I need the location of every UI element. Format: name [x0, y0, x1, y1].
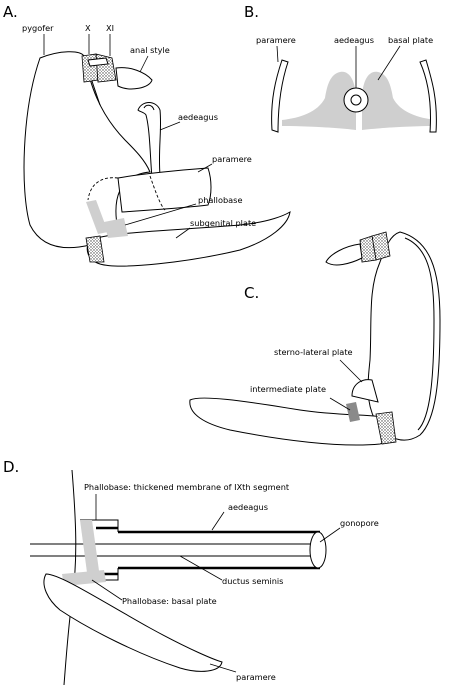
panel-d-letter: D.	[3, 458, 19, 476]
subgenital-plate-c	[189, 397, 393, 446]
leader-sterno-lateral	[339, 359, 363, 383]
leader-aedeagus-d	[211, 511, 225, 531]
aedeagus-d-bottom	[96, 566, 320, 576]
panel-b-letter: B.	[244, 3, 259, 21]
panel-a-letter: A.	[3, 3, 18, 21]
aedeagus-d-top	[96, 526, 320, 534]
panel-d: D. Phallobase: thickened membrane of IXt…	[3, 458, 379, 685]
segment-x	[81, 53, 99, 83]
leader-paramere-d	[209, 663, 237, 673]
basal-plate-right	[362, 71, 436, 130]
phallobase-membrane-d	[80, 520, 100, 580]
paramere-hidden	[87, 175, 166, 211]
label-ductus-seminis: ductus seminis	[222, 576, 283, 586]
label-phallobase-basal-plate: Phallobase: basal plate	[122, 596, 217, 606]
subgenital-base-c	[375, 411, 397, 445]
subgenital-plate	[86, 211, 291, 267]
leader-subgenital	[175, 227, 191, 239]
label-subgenital-plate: subgenital plate	[190, 218, 256, 228]
label-aedeagus-b: aedeagus	[334, 35, 374, 45]
aedeagus-b-inner	[350, 94, 362, 106]
phallobase-a-joint	[104, 218, 128, 238]
leader-gonopore	[319, 527, 341, 543]
phallobase-a	[86, 200, 108, 234]
segment-xi-band	[87, 57, 109, 67]
leader-anal-style	[139, 55, 149, 73]
panel-a: A. pygofer X XI	[3, 3, 291, 267]
leader-phallobase-basal	[91, 579, 123, 601]
label-paramere-a: paramere	[212, 154, 252, 164]
label-sterno-lateral-plate: sterno-lateral plate	[274, 347, 353, 357]
basal-plate-left	[282, 71, 356, 130]
label-paramere-b: paramere	[256, 35, 296, 45]
sterno-lateral-plate-c	[351, 379, 379, 403]
leader-aedeagus-a	[159, 121, 181, 131]
aedeagus-d-thin-top	[80, 519, 119, 532]
label-phallobase: phallobase	[198, 195, 242, 205]
subgenital-plate-base	[85, 235, 105, 263]
panel-c-letter: C.	[244, 284, 259, 302]
label-intermediate-plate: intermediate plate	[250, 384, 326, 394]
pygofer-c	[367, 231, 441, 441]
panel-b: B. paramere aedeagus basal plate	[244, 3, 437, 133]
anal-style-c	[325, 243, 363, 266]
intermediate-plate	[346, 402, 360, 422]
leader-intermediate	[329, 397, 351, 411]
leader-paramere-a	[197, 163, 213, 173]
label-anal-style: anal style	[130, 45, 170, 55]
aedeagus-a-inner	[143, 104, 155, 111]
leader-basal-plate	[377, 45, 401, 81]
leader-phallobase	[124, 203, 197, 226]
label-basal-plate: basal plate	[388, 35, 433, 45]
paramere-b-left	[271, 59, 289, 133]
leader-paramere-b	[276, 45, 279, 63]
paramere-a	[117, 167, 212, 213]
paramere-d	[43, 573, 223, 672]
label-aedeagus-a: aedeagus	[178, 112, 218, 122]
leader-ductus	[179, 555, 223, 581]
label-phallobase-membrane: Phallobase: thickened membrane of IXth s…	[84, 482, 290, 492]
label-paramere-d: paramere	[236, 672, 276, 682]
anal-style	[115, 67, 153, 90]
pygofer-c-inner	[404, 237, 435, 431]
label-aedeagus-d: aedeagus	[228, 502, 268, 512]
label-pygofer: pygofer	[22, 23, 54, 33]
label-gonopore: gonopore	[340, 518, 379, 528]
paramere-b-right	[419, 59, 437, 133]
gonopore-opening	[309, 531, 327, 569]
label-xi: XI	[106, 23, 114, 33]
label-x: X	[85, 23, 91, 33]
panel-c: C. sterno-lateral plate intermediate pla…	[189, 231, 441, 446]
